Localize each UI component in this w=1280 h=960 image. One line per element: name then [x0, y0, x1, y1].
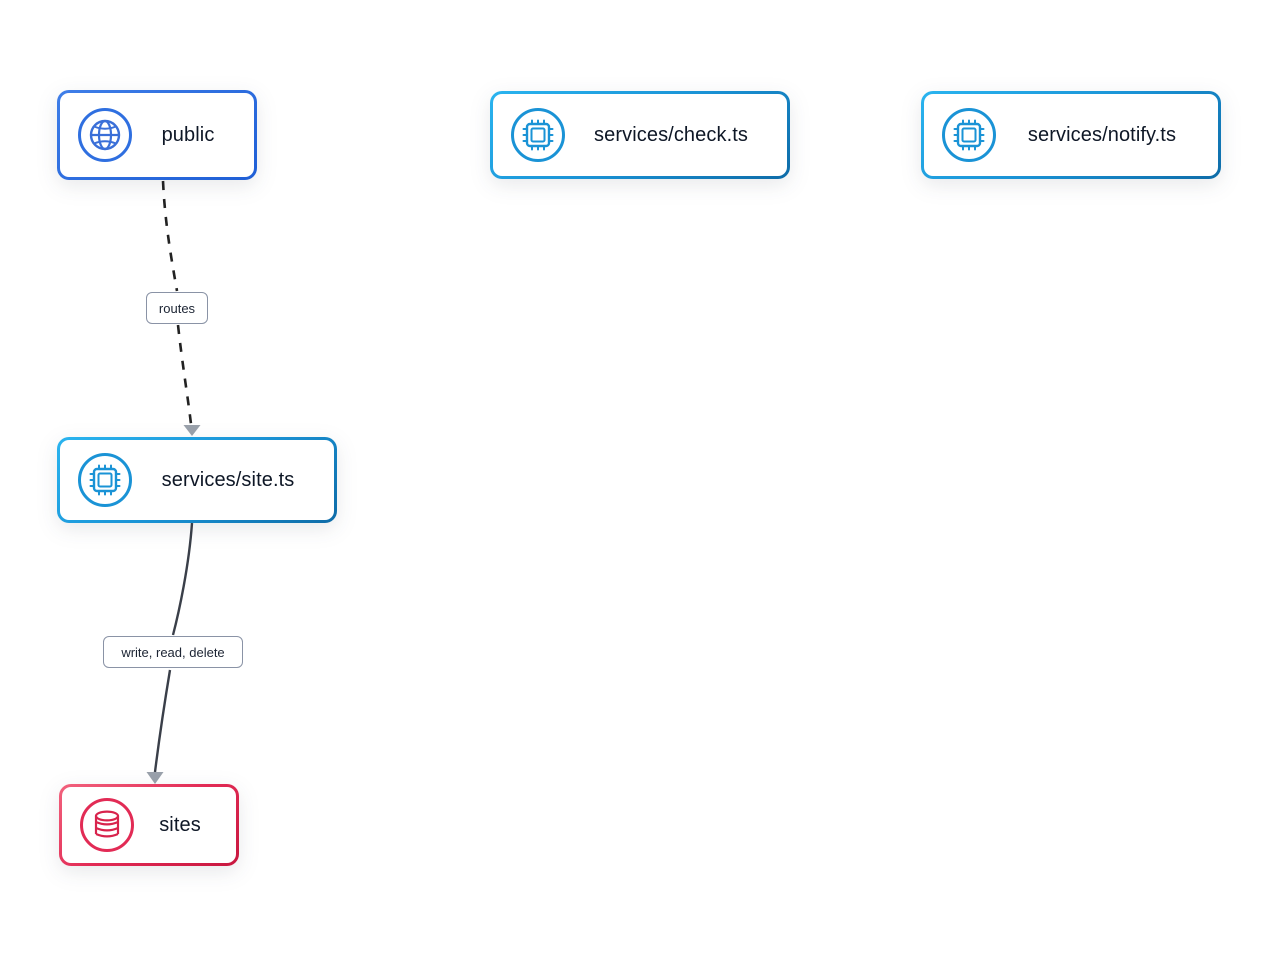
node-services-notify[interactable]: services/notify.ts — [921, 91, 1221, 179]
node-services-notify-inner: services/notify.ts — [924, 94, 1218, 176]
node-public-inner: public — [60, 93, 254, 177]
edge-label-write-read-delete: write, read, delete — [103, 636, 243, 668]
node-public-label: public — [161, 123, 215, 146]
node-services-check-label: services/check.ts — [594, 123, 748, 146]
edge-site-to-sites-upper — [171, 522, 194, 636]
node-sites[interactable]: sites — [59, 784, 239, 866]
chip-icon — [507, 104, 569, 166]
database-icon — [76, 794, 138, 856]
node-sites-label: sites — [159, 813, 201, 836]
edge-label-routes: routes — [146, 292, 208, 324]
node-services-notify-label: services/notify.ts — [1027, 123, 1177, 146]
node-services-check[interactable]: services/check.ts — [490, 91, 790, 179]
edge-public-to-site-upper — [161, 180, 179, 292]
chip-icon — [74, 449, 136, 511]
node-public[interactable]: public — [57, 90, 257, 180]
node-services-site[interactable]: services/site.ts — [57, 437, 337, 523]
node-services-site-label: services/site.ts — [161, 468, 295, 491]
node-services-check-inner: services/check.ts — [493, 94, 787, 176]
arrowhead-site-to-sites — [146, 772, 164, 784]
edge-public-to-site-lower — [176, 324, 193, 425]
globe-icon — [74, 104, 136, 166]
arrowhead-public-to-site — [183, 425, 201, 436]
node-services-site-inner: services/site.ts — [60, 440, 334, 520]
node-sites-inner: sites — [62, 787, 236, 863]
chip-icon — [938, 104, 1000, 166]
edge-site-to-sites-lower — [153, 669, 172, 773]
